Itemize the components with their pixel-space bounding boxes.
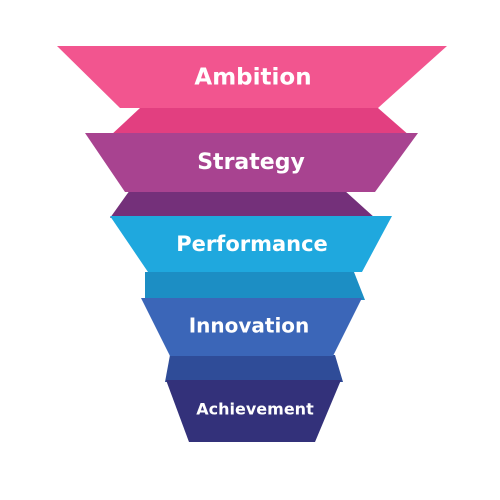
funnel-level-ambition bbox=[57, 46, 447, 108]
label-ambition: Ambition bbox=[194, 65, 311, 91]
funnel-level-strategy bbox=[85, 133, 418, 192]
funnel-level-achievement bbox=[166, 380, 341, 442]
label-performance: Performance bbox=[176, 232, 328, 256]
label-achievement: Achievement bbox=[196, 400, 314, 419]
funnel-level-innovation bbox=[141, 298, 362, 356]
connector-innovation-achievement bbox=[165, 355, 343, 382]
label-strategy: Strategy bbox=[197, 150, 305, 175]
connector-strategy-performance bbox=[110, 190, 375, 218]
label-innovation: Innovation bbox=[189, 314, 310, 338]
connector-ambition-strategy bbox=[110, 108, 410, 136]
connector-performance-innovation bbox=[145, 272, 365, 300]
funnel-level-performance bbox=[110, 216, 392, 272]
